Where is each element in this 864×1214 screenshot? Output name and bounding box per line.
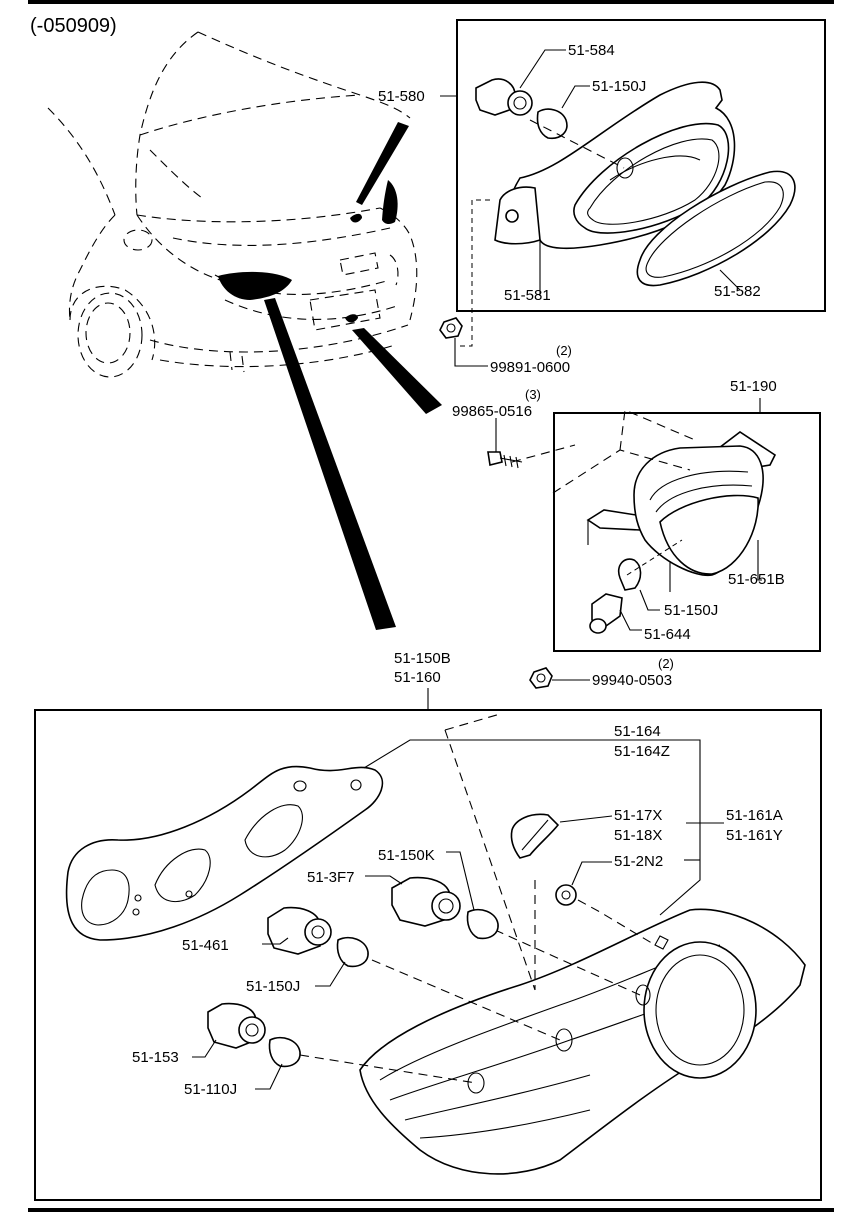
label-51-651B: 51-651B: [728, 571, 785, 588]
vehicle-rear-illustration: [47, 31, 418, 378]
label-51-2N2: 51-2N2: [614, 853, 663, 870]
label-51-160: 51-160: [394, 669, 441, 686]
high-mount-lamp-box: [456, 19, 826, 312]
label-51-580: 51-580: [378, 88, 425, 105]
label-51-150J-middle: 51-150J: [664, 602, 718, 619]
qty-99940: (2): [658, 656, 674, 671]
label-51-3F7: 51-3F7: [307, 869, 355, 886]
leader-wedge-lower: [264, 298, 396, 630]
label-51-153: 51-153: [132, 1049, 179, 1066]
label-51-150K: 51-150K: [378, 847, 435, 864]
label-51-582: 51-582: [714, 283, 761, 300]
rear-combination-lamp-assembly: [65, 713, 806, 1175]
label-99891-0600: 99891-0600: [490, 359, 570, 376]
label-51-164Z: 51-164Z: [614, 743, 670, 760]
leader-wedge-middle: [352, 328, 442, 414]
bottom-rule: [28, 1208, 834, 1212]
label-51-190: 51-190: [730, 378, 777, 395]
label-51-150J-lower: 51-150J: [246, 978, 300, 995]
label-51-150J-upper: 51-150J: [592, 78, 646, 95]
label-51-461: 51-461: [182, 937, 229, 954]
license-lamp-box: [553, 412, 821, 652]
leader-wedge-upper: [356, 122, 409, 205]
label-99940-0503: 99940-0503: [592, 672, 672, 689]
rear-lamp-leaders: [192, 739, 724, 1090]
label-51-644: 51-644: [644, 626, 691, 643]
label-51-150B: 51-150B: [394, 650, 451, 667]
qty-99865: (3): [525, 387, 541, 402]
label-51-581: 51-581: [504, 287, 551, 304]
high-mount-lamp-assembly: [439, 78, 796, 347]
model-code: (-050909): [30, 15, 117, 37]
label-99865-0516: 99865-0516: [452, 403, 532, 420]
label-51-161Y: 51-161Y: [726, 827, 783, 844]
upper-box-leaders: [440, 49, 741, 367]
label-51-164: 51-164: [614, 723, 661, 740]
label-51-110J: 51-110J: [184, 1081, 237, 1098]
qty-99891: (2): [556, 343, 572, 358]
nut-99940: [529, 667, 590, 689]
license-lamp-assembly: [487, 409, 777, 634]
label-51-17X: 51-17X: [614, 807, 662, 824]
label-51-18X: 51-18X: [614, 827, 662, 844]
license-lamp-leaders: [495, 418, 762, 631]
label-51-584: 51-584: [568, 42, 615, 59]
top-rule: [28, 0, 834, 4]
label-51-161A: 51-161A: [726, 807, 783, 824]
